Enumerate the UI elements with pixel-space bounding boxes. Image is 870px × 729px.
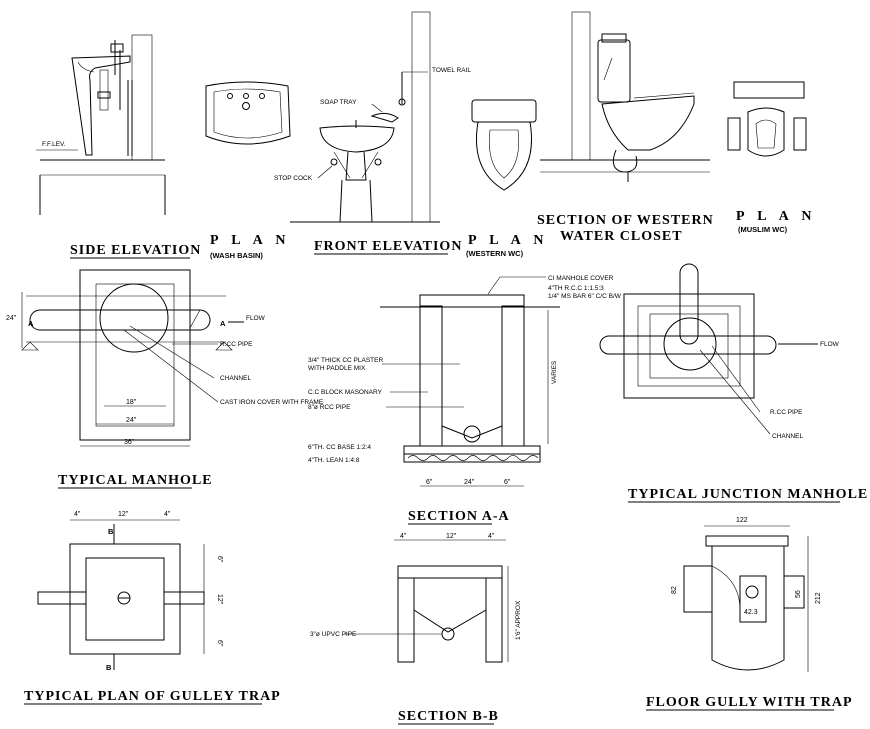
gulley-dim-4r: 4" bbox=[164, 511, 171, 518]
plan-western-subtitle: (WESTERN WC) bbox=[466, 249, 524, 258]
approx-label: 1'6" APPROX bbox=[515, 600, 522, 640]
bb-dim-4r: 4" bbox=[488, 533, 495, 540]
aa-dim-24: 24" bbox=[464, 479, 475, 486]
plan-muslim-subtitle: (MUSLIM WC) bbox=[738, 225, 788, 234]
gulley-dim-12v: 12" bbox=[216, 594, 223, 605]
aa-dim-6r: 6" bbox=[504, 479, 511, 486]
gulley-dim-4l: 4" bbox=[74, 511, 81, 518]
typical-junction-title: TYPICAL JUNCTION MANHOLE bbox=[628, 487, 868, 502]
fg-dim-56: 56 bbox=[795, 590, 802, 598]
wash-basin-plan-drawing bbox=[205, 81, 291, 145]
cast-iron-cover-label: CAST IRON COVER WITH FRAME bbox=[220, 399, 324, 406]
channel-j-label: CHANNEL bbox=[772, 433, 803, 440]
section-aa-title: SECTION A-A bbox=[408, 509, 510, 524]
flow-label-junction: FLOW bbox=[820, 341, 840, 348]
section-western-title-1: SECTION OF WESTERN bbox=[537, 213, 714, 228]
section-mark-b-bottom: B bbox=[106, 663, 112, 672]
channel-label: CHANNEL bbox=[220, 375, 251, 382]
side-elevation-drawing: F.F.LEV. bbox=[36, 34, 166, 215]
section-western-title-2: WATER CLOSET bbox=[560, 229, 683, 244]
front-elevation-title: FRONT ELEVATION bbox=[314, 239, 462, 254]
rcc-pipe-label: R.CC PIPE bbox=[220, 341, 253, 348]
muslim-wc-plan-drawing bbox=[727, 81, 807, 157]
soap-tray-label: SOAP TRAY bbox=[320, 99, 357, 106]
section-mark-a-left: A bbox=[28, 319, 34, 328]
ffl-label: F.F.LEV. bbox=[42, 141, 66, 148]
stop-cock-label: STOP COCK bbox=[274, 175, 313, 182]
fg-dim-212: 212 bbox=[815, 592, 822, 604]
gulley-trap-plan-drawing: B B 4" 12" 4" 6" 12" 6" bbox=[37, 511, 223, 672]
typical-manhole-drawing: A A FLOW R.CC PIPE CHANNEL CAST IRON COV… bbox=[6, 269, 324, 447]
lean-label: 4"TH. LEAN 1:4:8 bbox=[308, 457, 360, 464]
plan-western-title: P L A N bbox=[468, 233, 549, 248]
western-wc-plan-drawing bbox=[471, 99, 537, 191]
gulley-dim-12: 12" bbox=[118, 511, 129, 518]
section-bb-drawing: 3"ø UPVC PIPE 1'6" APPROX 4" 12" 4" bbox=[310, 533, 522, 663]
towel-rail-label: TOWEL RAIL bbox=[432, 67, 471, 74]
plaster-label-1: 3/4" THICK CC PLASTER bbox=[308, 357, 383, 364]
floor-gully-drawing: 122 212 82 56 42.3 bbox=[671, 517, 822, 672]
flow-label: FLOW bbox=[246, 315, 266, 322]
plaster-label-2: WITH PADDLE MIX bbox=[308, 365, 366, 372]
mh-dim-18: 18" bbox=[126, 399, 137, 406]
mh-dim-24: 24" bbox=[126, 417, 137, 424]
bb-dim-4l: 4" bbox=[400, 533, 407, 540]
aa-dim-6l: 6" bbox=[426, 479, 433, 486]
ci-cover-label: CI MANHOLE COVER bbox=[548, 275, 614, 282]
gulley-dim-6t: 6" bbox=[216, 556, 223, 563]
rcc-slab-label-2: 1/4" MS BAR 6" C/C B/W bbox=[548, 293, 622, 300]
section-mark-a-right: A bbox=[220, 319, 226, 328]
rcc-slab-label-1: 4"TH R.C.C 1:1.5:3 bbox=[548, 285, 604, 292]
floor-gully-title: FLOOR GULLY WITH TRAP bbox=[646, 695, 853, 710]
western-wc-section-drawing bbox=[540, 11, 710, 182]
section-mark-b-top: B bbox=[108, 527, 114, 536]
mh-dim-36: 36" bbox=[124, 439, 135, 446]
title-underlines bbox=[24, 253, 840, 725]
typical-manhole-title: TYPICAL MANHOLE bbox=[58, 473, 213, 488]
rcc-pipe-j-label: R.CC PIPE bbox=[770, 409, 803, 416]
section-aa-drawing: CI MANHOLE COVER 4"TH R.C.C 1:1.5:3 1/4"… bbox=[308, 275, 622, 487]
varies-label: VARIES bbox=[551, 360, 558, 384]
mh-dim-24v: 24" bbox=[6, 315, 17, 322]
rcc-pipe-8-label: 8"ø RCC PIPE bbox=[308, 404, 351, 411]
plan-muslim-title: P L A N bbox=[736, 209, 817, 224]
side-elevation-title: SIDE ELEVATION bbox=[70, 243, 201, 258]
upvc-pipe-label: 3"ø UPVC PIPE bbox=[310, 631, 357, 638]
fg-dim-82: 82 bbox=[671, 586, 678, 594]
cc-base-label: 6"TH. CC BASE 1:2:4 bbox=[308, 444, 371, 451]
block-masonry-label: C.C BLOCK MASONARY bbox=[308, 389, 383, 396]
gulley-plan-title: TYPICAL PLAN OF GULLEY TRAP bbox=[24, 689, 281, 704]
junction-manhole-drawing: FLOW R.CC PIPE CHANNEL bbox=[599, 263, 840, 440]
plan-wash-subtitle: (WASH BASIN) bbox=[210, 251, 263, 260]
plan-wash-title: P L A N bbox=[210, 233, 291, 248]
bb-dim-12: 12" bbox=[446, 533, 457, 540]
front-elevation-drawing: TOWEL RAIL SOAP TRAY STOP COCK bbox=[274, 11, 471, 223]
section-bb-title: SECTION B-B bbox=[398, 709, 499, 724]
fg-dim-423: 42.3 bbox=[744, 609, 758, 616]
gulley-dim-6b: 6" bbox=[216, 640, 223, 647]
fg-dim-122: 122 bbox=[736, 517, 748, 524]
